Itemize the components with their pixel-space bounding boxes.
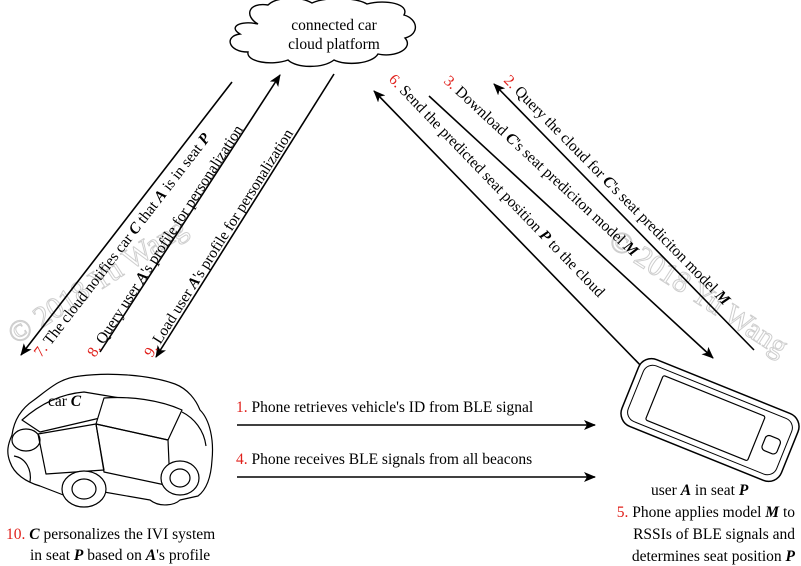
step-1-label: 1. Phone retrieves vehicle's ID from BLE… (236, 399, 533, 416)
cloud-label-line2: cloud platform (288, 36, 380, 53)
step-5-line3: determines seat position P (632, 548, 796, 565)
arrow-step-6 (373, 90, 646, 371)
arrow-step-7 (20, 81, 233, 356)
arrow-step-2 (493, 83, 755, 351)
car-icon (7, 373, 214, 508)
step-4-label: 4. Phone receives BLE signals from all b… (236, 451, 532, 468)
step-2-label: 2. Query the cloud for C's seat predicit… (500, 72, 734, 310)
step-10-line1: 10. C personalizes the IVI system (6, 526, 215, 543)
phone-icon (620, 357, 800, 483)
step-5-line2: RSSIs of BLE signals and (633, 526, 795, 543)
arrow-step-9 (155, 73, 335, 358)
arrow-step-8 (99, 74, 281, 353)
cloud-label-line1: connected car (291, 17, 377, 34)
user-label: user A in seat P (651, 482, 749, 499)
step-10-line2: in seat P based on A's profile (30, 547, 210, 564)
step-5-line1: 5. Phone applies model M to (617, 504, 796, 521)
car-label: car C (48, 393, 82, 410)
arrow-step-3 (428, 95, 714, 359)
step-7-label: 7. The cloud notifies car C that A is in… (31, 130, 215, 361)
cloud-icon (229, 0, 417, 68)
